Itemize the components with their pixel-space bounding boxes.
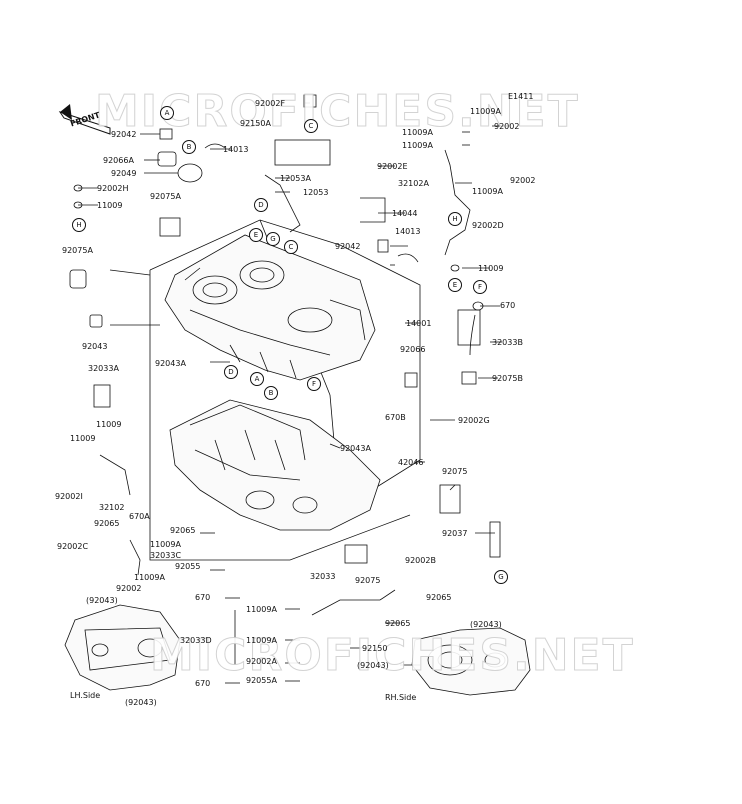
part-label: 12053A — [280, 174, 311, 183]
watermark-bottom: MICROFICHES.NET — [150, 630, 635, 682]
part-label: (92043) — [470, 620, 502, 629]
part-label: 92075B — [492, 374, 523, 383]
callout-d-mid: D — [224, 365, 238, 379]
callout-f-right: F — [473, 280, 487, 294]
callout-a-mid: A — [250, 372, 264, 386]
part-label: 11009A — [150, 540, 181, 549]
part-label: 11009 — [97, 201, 123, 210]
part-label: 12053 — [303, 188, 329, 197]
callout-e-mid: E — [249, 228, 263, 242]
part-label: 11009A — [402, 141, 433, 150]
part-label: 92042 — [111, 130, 137, 139]
part-label: 92075A — [150, 192, 181, 201]
part-label: 670A — [129, 512, 150, 521]
part-label: 92042 — [335, 242, 361, 251]
part-label: 11009 — [70, 434, 96, 443]
part-label: 14001 — [406, 319, 432, 328]
callout-a-top: A — [160, 106, 174, 120]
callout-b-top: B — [182, 140, 196, 154]
part-label: 92002H — [97, 184, 129, 193]
part-label: 11009 — [478, 264, 504, 273]
part-label: 32033A — [88, 364, 119, 373]
part-label: 92150A — [240, 119, 271, 128]
part-label: 92066 — [400, 345, 426, 354]
part-label: 92002 — [116, 584, 142, 593]
watermark-top: MICROFICHES.NET — [95, 86, 580, 138]
part-label: 92065 — [94, 519, 120, 528]
part-label: 92055A — [246, 676, 277, 685]
part-label: 92002C — [57, 542, 89, 551]
part-label: 14044 — [392, 209, 418, 218]
part-label: (92043) — [86, 596, 118, 605]
part-label: 92002G — [458, 416, 490, 425]
part-label: 32102A — [398, 179, 429, 188]
part-label: 92065 — [170, 526, 196, 535]
part-label: 32033C — [150, 551, 182, 560]
part-label: 32102 — [99, 503, 125, 512]
part-label: 92075A — [62, 246, 93, 255]
part-label: 92043A — [340, 444, 371, 453]
front-arrow-icon — [58, 104, 111, 135]
part-label: 14013 — [395, 227, 421, 236]
part-label: 92043A — [155, 359, 186, 368]
part-label: 670 — [195, 679, 211, 688]
part-label: 92002F — [255, 99, 286, 108]
part-label: 92066A — [103, 156, 134, 165]
callout-g-mid: G — [266, 232, 280, 246]
diagram-code: E1411 — [508, 92, 534, 101]
part-label: 92055 — [175, 562, 201, 571]
part-label: 42046 — [398, 458, 424, 467]
part-label: 92002D — [472, 221, 504, 230]
part-label: 92002I — [55, 492, 83, 501]
part-label: 14013 — [223, 145, 249, 154]
part-label: 32033B — [492, 338, 523, 347]
part-label: 11009A — [402, 128, 433, 137]
part-label: 92002 — [510, 176, 536, 185]
part-label: 92002B — [405, 556, 436, 565]
part-label: 11009A — [246, 605, 277, 614]
part-label: 670 — [195, 593, 211, 602]
callout-g-right: G — [494, 570, 508, 584]
callout-f-mid: F — [307, 377, 321, 391]
callout-e-right: E — [448, 278, 462, 292]
part-label: 32033D — [180, 636, 212, 645]
part-label: 670 — [500, 301, 516, 310]
callout-d-top: D — [254, 198, 268, 212]
part-label: 92065 — [426, 593, 452, 602]
callout-h-left: H — [72, 218, 86, 232]
part-label: 92049 — [111, 169, 137, 178]
part-label: 11009A — [246, 636, 277, 645]
part-label: 92065 — [385, 619, 411, 628]
part-label: 92150 — [362, 644, 388, 653]
part-label: 92043 — [82, 342, 108, 351]
part-label: (92043) — [357, 661, 389, 670]
part-label: 11009A — [472, 187, 503, 196]
part-label: 92002A — [246, 657, 277, 666]
callout-h-right: H — [448, 212, 462, 226]
lh-side-label: LH.Side — [70, 691, 101, 700]
part-label: 11009A — [470, 107, 501, 116]
part-label: 32033 — [310, 572, 336, 581]
part-label: (92043) — [125, 698, 157, 707]
callout-c-mid: C — [284, 240, 298, 254]
part-label: 92075 — [355, 576, 381, 585]
part-label: 11009A — [134, 573, 165, 582]
part-label: 11009 — [96, 420, 122, 429]
part-label: 670B — [385, 413, 406, 422]
callout-b-mid: B — [264, 386, 278, 400]
part-label: 92037 — [442, 529, 468, 538]
callout-c-top: C — [304, 119, 318, 133]
part-label: 92002E — [377, 162, 408, 171]
part-label: 92002 — [494, 122, 520, 131]
part-label: 92075 — [442, 467, 468, 476]
rh-side-label: RH.Side — [385, 693, 417, 702]
